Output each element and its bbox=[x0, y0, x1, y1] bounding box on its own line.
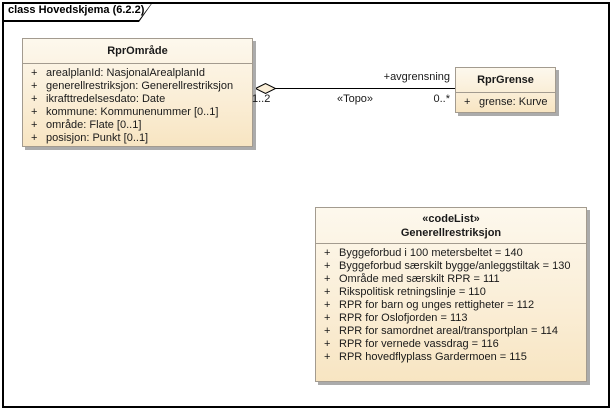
class-header: RprOmråde bbox=[23, 39, 252, 64]
visibility-marker: + bbox=[324, 351, 331, 363]
attribute-text: Byggeforbud særskilt bygge/anleggstiltak… bbox=[339, 260, 571, 272]
visibility-marker: + bbox=[324, 299, 331, 311]
association-stereotype-label: «Topo» bbox=[336, 93, 374, 105]
attribute-text: Rikspolitisk retningslinje = 110 bbox=[339, 286, 486, 298]
visibility-marker: + bbox=[31, 67, 38, 79]
class-name: RprGrense bbox=[477, 74, 534, 86]
attribute-row: + generellrestriksjon: Generellrestriksj… bbox=[23, 80, 252, 93]
attribute-text: posisjon: Punkt [0..1] bbox=[46, 132, 149, 144]
visibility-marker: + bbox=[324, 247, 331, 259]
class-header: RprGrense bbox=[456, 68, 555, 93]
visibility-marker: + bbox=[324, 273, 331, 285]
attribute-row: + arealplanId: NasjonalArealplanId bbox=[23, 67, 252, 80]
class-node-generellrestriksjon[interactable]: «codeList» Generellrestriksjon + Byggefo… bbox=[315, 207, 587, 382]
visibility-marker: + bbox=[324, 312, 331, 324]
attribute-compartment: + arealplanId: NasjonalArealplanId + gen… bbox=[23, 64, 252, 145]
attribute-row: + RPR for vernede vassdrag = 116 bbox=[316, 338, 586, 351]
visibility-marker: + bbox=[31, 106, 38, 118]
source-multiplicity-label: 1..2 bbox=[252, 93, 271, 105]
diagram-frame-tab bbox=[2, 2, 153, 22]
attribute-text: ikrafttredelsesdato: Date bbox=[46, 93, 166, 105]
visibility-marker: + bbox=[324, 338, 331, 350]
target-role-label: +avgrensning bbox=[383, 71, 450, 83]
attribute-text: grense: Kurve bbox=[479, 96, 548, 108]
attribute-row: + RPR for Oslofjorden = 113 bbox=[316, 312, 586, 325]
aggregation-diamond-icon bbox=[254, 82, 277, 95]
class-name: RprOmråde bbox=[107, 45, 168, 57]
attribute-text: RPR for barn og unges rettigheter = 112 bbox=[339, 299, 535, 311]
attribute-row: + Byggeforbud særskilt bygge/anleggstilt… bbox=[316, 260, 586, 273]
attribute-row: + Byggeforbud i 100 metersbeltet = 140 bbox=[316, 247, 586, 260]
attribute-row: + område: Flate [0..1] bbox=[23, 119, 252, 132]
attribute-row: + grense: Kurve bbox=[456, 96, 555, 109]
class-stereotype: «codeList» bbox=[422, 213, 480, 225]
visibility-marker: + bbox=[324, 260, 331, 272]
attribute-row: + Rikspolitisk retningslinje = 110 bbox=[316, 286, 586, 299]
attribute-row: + kommune: Kommunenummer [0..1] bbox=[23, 106, 252, 119]
attribute-compartment: + grense: Kurve bbox=[456, 93, 555, 109]
attribute-text: RPR for samordnet areal/transportplan = … bbox=[339, 325, 558, 337]
diagram-frame-tab-fill bbox=[4, 4, 151, 20]
attribute-row: + posisjon: Punkt [0..1] bbox=[23, 132, 252, 145]
attribute-text: RPR hovedflyplass Gardermoen = 115 bbox=[339, 351, 527, 363]
class-name: Generellrestriksjon bbox=[400, 227, 502, 239]
class-header: «codeList» Generellrestriksjon bbox=[316, 208, 586, 244]
attribute-text: område: Flate [0..1] bbox=[46, 119, 142, 131]
attribute-text: kommune: Kommunenummer [0..1] bbox=[46, 106, 219, 118]
visibility-marker: + bbox=[31, 93, 38, 105]
attribute-compartment: + Byggeforbud i 100 metersbeltet = 140 +… bbox=[316, 244, 586, 364]
target-multiplicity-label: 0..* bbox=[433, 93, 450, 105]
diagram-title: class Hovedskjema (6.2.2) bbox=[8, 4, 145, 16]
attribute-row: + ikrafttredelsesdato: Date bbox=[23, 93, 252, 106]
attribute-row: + RPR for samordnet areal/transportplan … bbox=[316, 325, 586, 338]
visibility-marker: + bbox=[324, 325, 331, 337]
attribute-text: arealplanId: NasjonalArealplanId bbox=[46, 67, 205, 79]
visibility-marker: + bbox=[324, 286, 331, 298]
visibility-marker: + bbox=[464, 96, 471, 108]
visibility-marker: + bbox=[31, 119, 38, 131]
attribute-text: Område med særskilt RPR = 111 bbox=[339, 273, 500, 285]
visibility-marker: + bbox=[31, 132, 38, 144]
attribute-text: RPR for vernede vassdrag = 116 bbox=[339, 338, 499, 350]
attribute-text: generellrestriksjon: Generellrestriksjon bbox=[46, 80, 234, 92]
attribute-text: RPR for Oslofjorden = 113 bbox=[339, 312, 468, 324]
attribute-text: Byggeforbud i 100 metersbeltet = 140 bbox=[339, 247, 523, 259]
class-node-rpromrade[interactable]: RprOmråde + arealplanId: NasjonalArealpl… bbox=[22, 38, 253, 147]
visibility-marker: + bbox=[31, 80, 38, 92]
attribute-row: + RPR hovedflyplass Gardermoen = 115 bbox=[316, 351, 586, 364]
class-node-rprgrense[interactable]: RprGrense + grense: Kurve bbox=[455, 67, 556, 113]
attribute-row: + RPR for barn og unges rettigheter = 11… bbox=[316, 299, 586, 312]
attribute-row: + Område med særskilt RPR = 111 bbox=[316, 273, 586, 286]
